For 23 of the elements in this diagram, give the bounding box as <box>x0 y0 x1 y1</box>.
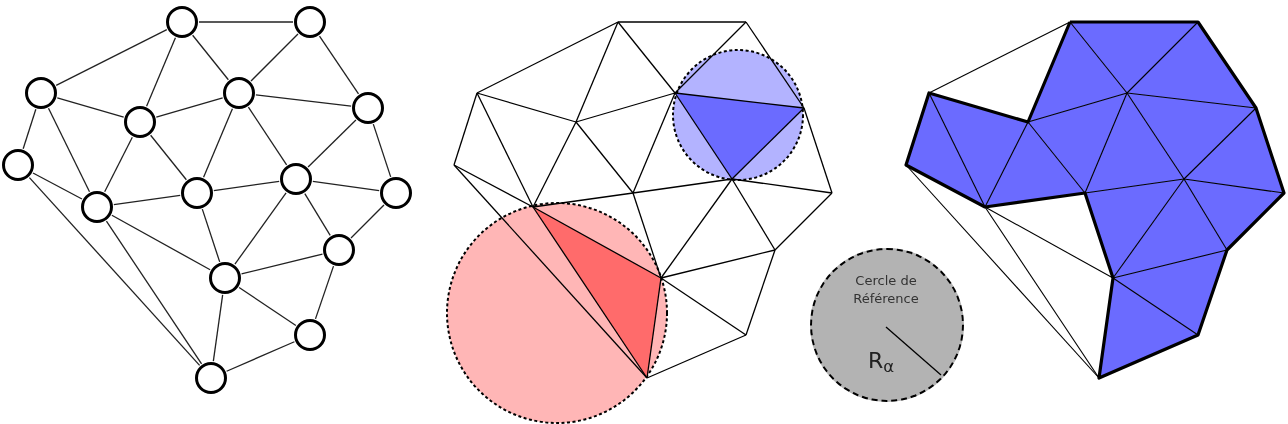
graph-edge-line <box>240 253 324 275</box>
graph-edge-line <box>145 37 177 107</box>
graph-edge-line <box>255 94 352 107</box>
graph-edge-line <box>314 265 335 320</box>
graph-edge-line <box>212 294 224 362</box>
graph-edge-line <box>22 108 37 150</box>
graph-edge-line <box>111 214 211 271</box>
graph-edge-line <box>225 341 296 372</box>
graph-edge-line <box>198 21 294 23</box>
graph-edge-line <box>113 194 181 206</box>
graph-edge-line <box>155 97 224 118</box>
graph-edge-line <box>56 97 125 118</box>
graph-edge-line <box>312 180 380 192</box>
graph-edge-line <box>104 136 133 193</box>
graph-edge-line <box>201 208 221 263</box>
graph-edge-line <box>32 172 83 200</box>
graph-edge-line <box>213 180 280 192</box>
graph-edge-line <box>55 29 168 86</box>
graph-edge-line <box>372 123 392 178</box>
radius-label: R$_{α}$ <box>868 348 895 374</box>
graph-edge-line <box>202 108 234 178</box>
circle-label: Cercle de Référence <box>852 272 920 308</box>
graph-edge-line <box>47 107 91 193</box>
